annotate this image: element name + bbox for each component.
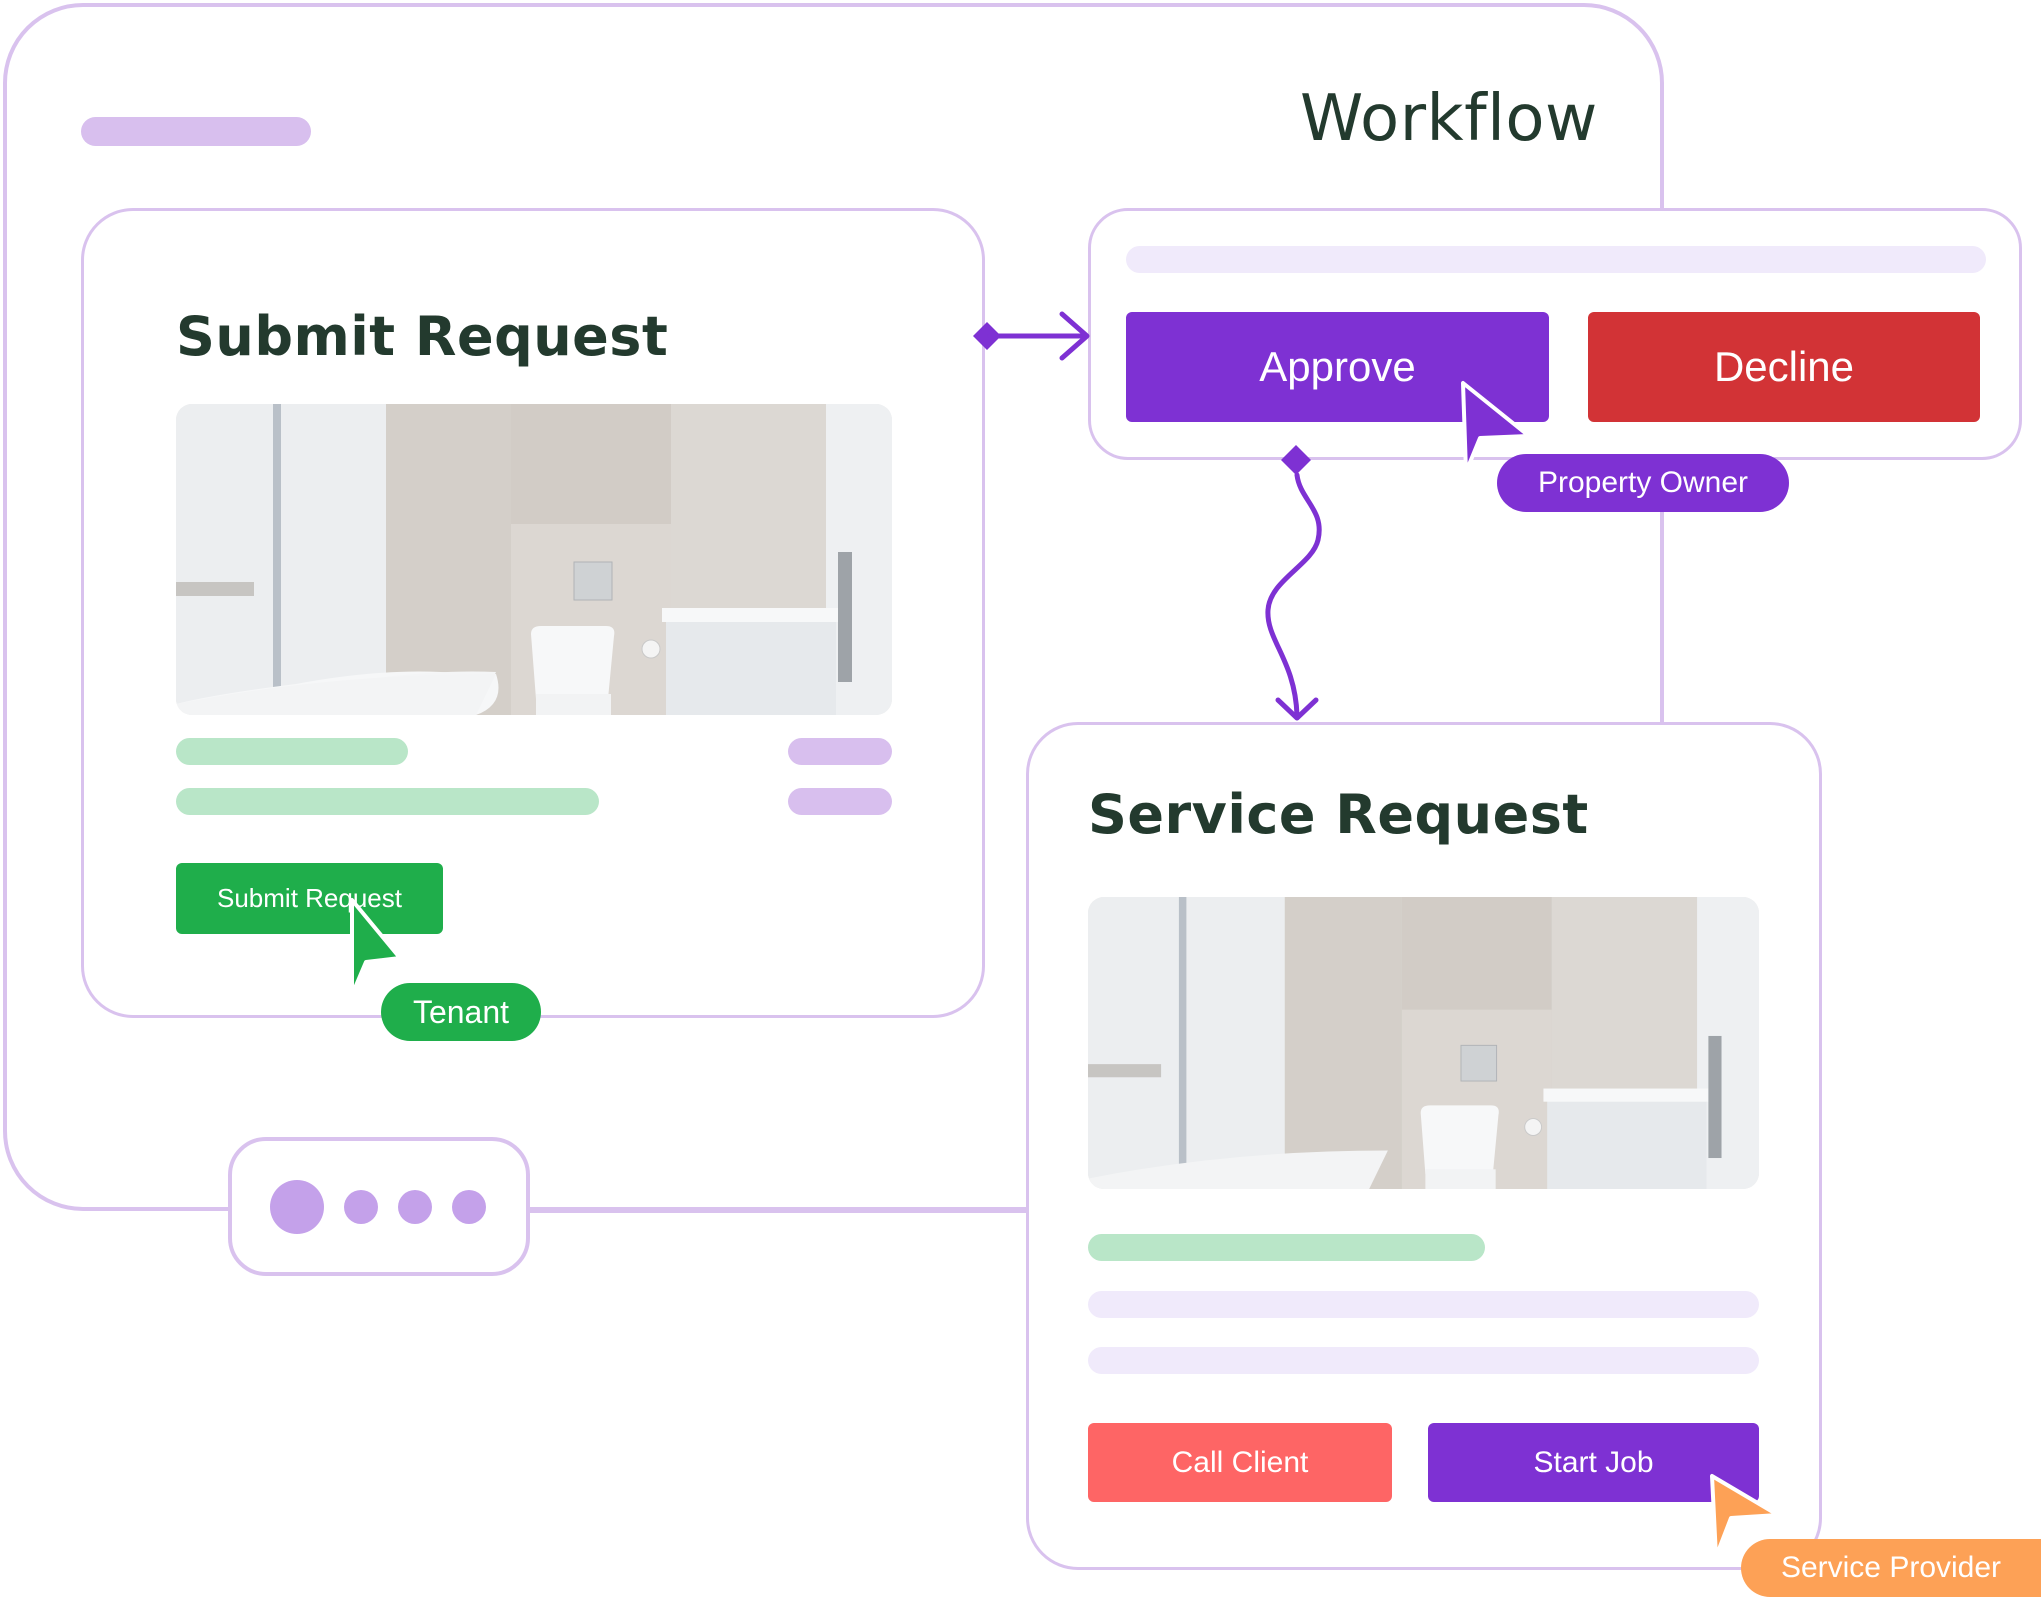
placeholder-text-line — [176, 788, 599, 815]
tenant-label: Tenant — [381, 983, 541, 1041]
property-owner-label: Property Owner — [1497, 454, 1789, 512]
page-title: Workflow — [1300, 82, 1598, 156]
pagination-dot[interactable] — [344, 1189, 378, 1224]
placeholder-text-line — [176, 738, 408, 765]
bathroom-image — [1088, 897, 1759, 1189]
placeholder-text-line — [1126, 246, 1986, 273]
start-job-button[interactable]: Start Job — [1428, 1423, 1759, 1502]
service-provider-label: Service Provider — [1741, 1539, 2041, 1597]
submit-request-button[interactable]: Submit Request — [176, 863, 443, 934]
submit-card-title: Submit Request — [176, 305, 669, 368]
call-client-button[interactable]: Call Client — [1088, 1423, 1392, 1502]
placeholder-text-line — [1088, 1234, 1485, 1261]
submit-bathroom-photo — [176, 404, 892, 715]
pagination-dots — [228, 1137, 530, 1276]
placeholder-title-bar — [81, 117, 311, 146]
service-bathroom-photo — [1088, 897, 1759, 1189]
pagination-dot-active[interactable] — [270, 1179, 324, 1234]
pagination-dot[interactable] — [398, 1189, 432, 1224]
pagination-dot[interactable] — [452, 1189, 486, 1224]
service-card-title: Service Request — [1088, 783, 1589, 846]
placeholder-text-line — [1088, 1347, 1759, 1374]
approve-button[interactable]: Approve — [1126, 312, 1549, 422]
bathroom-image — [176, 404, 892, 715]
placeholder-tag — [788, 788, 892, 815]
placeholder-tag — [788, 738, 892, 765]
decline-button[interactable]: Decline — [1588, 312, 1980, 422]
placeholder-text-line — [1088, 1291, 1759, 1318]
